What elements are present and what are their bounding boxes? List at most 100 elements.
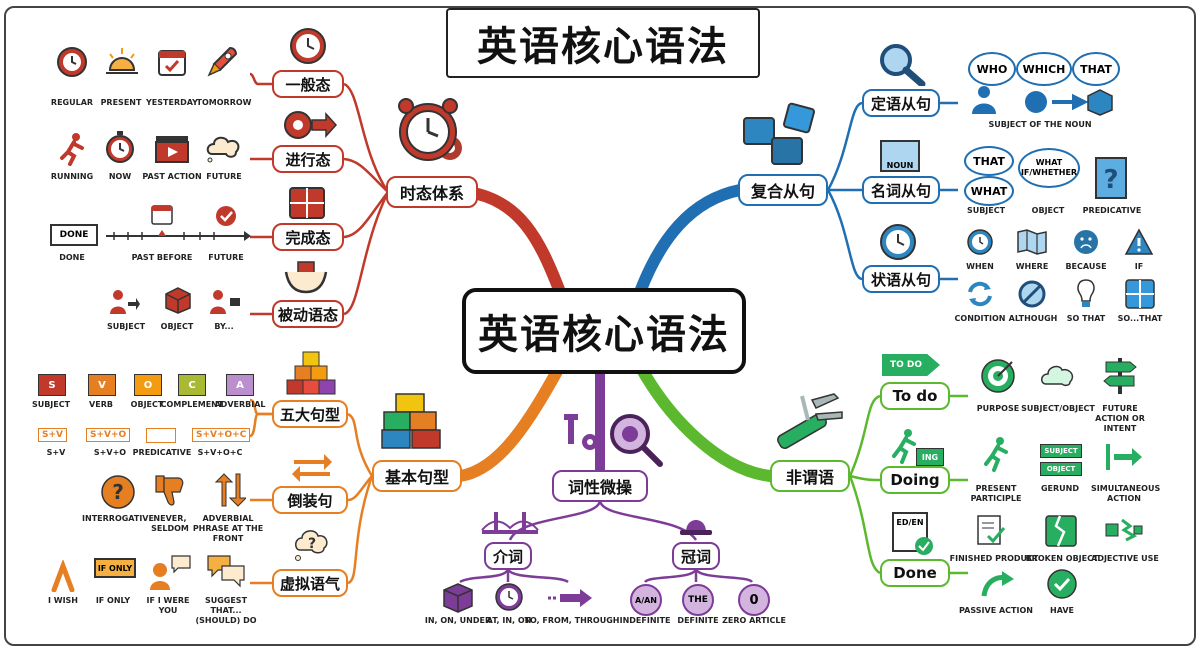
node-noun-clause[interactable]: 名词从句: [862, 176, 940, 204]
node-adverbial-clause[interactable]: 状语从句: [862, 265, 940, 293]
label-by: BY...: [214, 322, 234, 331]
clapperboard-icon: [155, 136, 189, 163]
branch-non-finite[interactable]: 非谓语: [770, 460, 850, 492]
prohibited-icon: [1018, 280, 1046, 308]
block-s: S: [38, 374, 66, 396]
label-because: BECAUSE: [1065, 262, 1107, 271]
label-adverbial-phrase: ADVERBIAL PHRASE AT THE FRONT: [192, 514, 264, 543]
signpost-icon: [1103, 358, 1137, 394]
node-perfect-aspect[interactable]: 完成态: [272, 223, 344, 251]
label-future-action: FUTURE ACTION OR INTENT: [1095, 404, 1145, 433]
puzzle-icon: [289, 187, 325, 219]
clock-prepositions-icon: [495, 583, 523, 611]
when-clock-icon: [967, 229, 993, 255]
question-box-icon: ?: [1095, 157, 1127, 199]
swap-arrows-icon: [292, 454, 332, 482]
node-doing[interactable]: Doing: [880, 466, 950, 494]
clock-icon: [290, 28, 326, 64]
label-if-only: IF ONLY: [95, 596, 131, 605]
screw-gear-magnifier-icon: [564, 414, 663, 467]
timeline-icon: [106, 205, 251, 241]
label-adjective-use: ADJECTIVE USE: [1091, 554, 1159, 563]
node-preposition[interactable]: 介词: [484, 542, 532, 570]
bubble-who: WHO: [968, 52, 1016, 86]
label-definite: DEFINITE: [677, 616, 719, 625]
node-article[interactable]: 冠词: [672, 542, 720, 570]
target-icon: [981, 359, 1015, 393]
node-inversion[interactable]: 倒装句: [272, 486, 348, 514]
node-subjunctive[interactable]: 虚拟语气: [272, 569, 348, 597]
sun-icon: [106, 48, 138, 74]
label-so-that: SO THAT: [1066, 314, 1106, 323]
multi-tool-icon: [777, 393, 843, 449]
curved-arrow-icon: [981, 571, 1014, 597]
node-five-patterns[interactable]: 五大句型: [272, 400, 348, 428]
block-v: V: [88, 374, 116, 396]
branch-part-of-speech[interactable]: 词性微操: [552, 470, 648, 502]
article-circle-zero: 0: [738, 584, 770, 616]
branch-tense[interactable]: 时态体系: [386, 176, 478, 208]
svg-text:?: ?: [1103, 165, 1118, 195]
branch-basic-sentence[interactable]: 基本句型: [372, 460, 462, 492]
box-prepositions-icon: [443, 583, 473, 613]
node-attributive-clause[interactable]: 定语从句: [862, 89, 940, 117]
bubble-what-if-whether: WHAT IF/WHETHER: [1018, 148, 1080, 188]
label-object: OBJECT: [160, 322, 194, 331]
label-purpose: PURPOSE: [976, 404, 1020, 413]
node-simple-aspect[interactable]: 一般态: [272, 70, 344, 98]
label-if: IF: [1134, 262, 1144, 271]
label-have: HAVE: [1050, 606, 1074, 615]
label-predicative: PREDICATIVE: [1082, 206, 1142, 215]
thought-cloud-icon: [206, 136, 240, 163]
label-if-i-were-you: IF I WERE YOU: [146, 596, 190, 615]
label-subject: SUBJECT: [106, 322, 146, 331]
svoca-blocks-icon: [286, 351, 336, 395]
label-sv: S+V: [46, 448, 66, 457]
node-to-do[interactable]: To do: [880, 382, 950, 410]
ing-tag: ING: [916, 448, 944, 466]
article-circle-the: THE: [682, 584, 714, 616]
label-i-wish: I WISH: [47, 596, 79, 605]
central-topic: 英语核心语法: [462, 288, 746, 374]
label-subject-of-noun: SUBJECT OF THE NOUN: [988, 120, 1092, 129]
rocket-icon: [207, 46, 238, 77]
bubble-that: THAT: [1072, 52, 1120, 86]
node-done[interactable]: Done: [880, 559, 950, 587]
calendar-check-icon: [158, 50, 186, 76]
runner-icon: [60, 133, 84, 166]
label-where: WHERE: [1015, 262, 1049, 271]
block-o: O: [134, 374, 162, 396]
node-passive-voice[interactable]: 被动语态: [272, 300, 344, 328]
label-now: NOW: [108, 172, 132, 181]
thought-bubble-question-icon: ?: [295, 530, 328, 561]
check-circle-icon: [1047, 569, 1077, 599]
regular-clock-icon: [57, 47, 87, 77]
object-box-icon: [165, 287, 191, 314]
agent-person-icon: [210, 290, 240, 314]
label-complement: COMPLEMENT: [160, 400, 224, 409]
pattern-chip-svo: S+V+O: [86, 428, 131, 442]
runner-participle-icon: [984, 437, 1008, 472]
label-subject-clause: SUBJECT: [966, 206, 1006, 215]
bridge-icon: [481, 512, 539, 534]
label-yesterday: YESTERDAY: [146, 98, 198, 107]
label-subject-object-todo: SUBJECT/OBJECT: [1021, 404, 1095, 413]
label-when: WHEN: [966, 262, 994, 271]
label-so-that-2: SO...THAT: [1117, 314, 1163, 323]
label-in-on-under: IN, ON, UNDER: [424, 616, 492, 625]
parallel-arrows-icon: [1106, 444, 1142, 470]
label-svoc: S+V+O+C: [197, 448, 243, 457]
branch-compound-clause[interactable]: 复合从句: [738, 174, 828, 206]
label-gerund: GERUND: [1040, 484, 1080, 493]
label-object-pattern: OBJECT: [130, 400, 164, 409]
block-c: C: [178, 374, 206, 396]
article-circle-a-an: A/AN: [630, 584, 662, 616]
label-tomorrow: TOMORROW: [196, 98, 252, 107]
node-progressive-aspect[interactable]: 进行态: [272, 145, 344, 173]
arrow-prepositions-icon: [548, 589, 592, 607]
lightbulb-icon: [1077, 279, 1095, 307]
label-running: RUNNING: [50, 172, 94, 181]
bubble-that-noun: THAT: [964, 146, 1014, 176]
label-suggest-that: SUGGEST THAT... (SHOULD) DO: [195, 596, 257, 625]
